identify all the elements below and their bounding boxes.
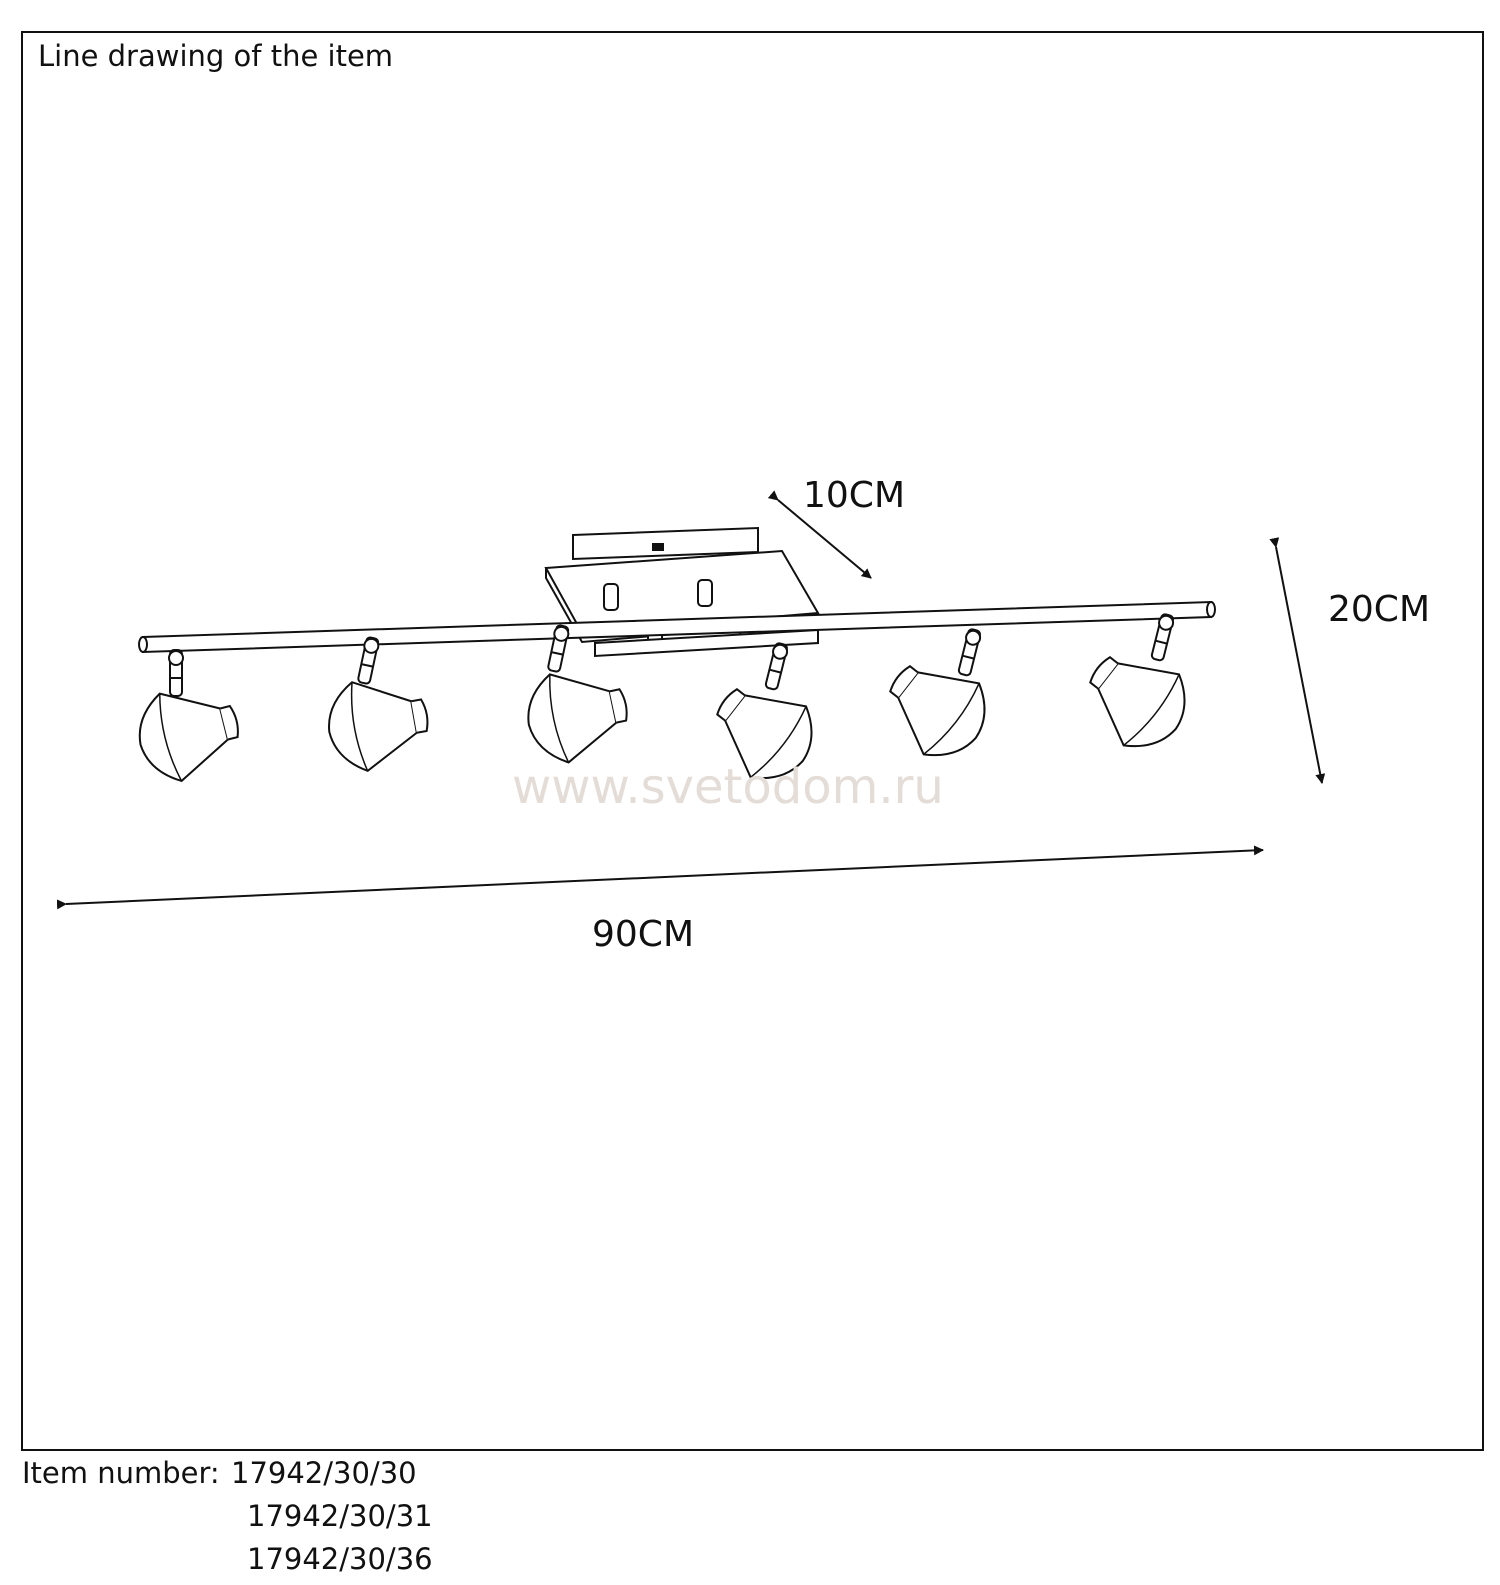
width-dimension-label: 90CM xyxy=(592,914,694,955)
front-bar xyxy=(594,628,819,658)
item-number-value: 17942/30/30 xyxy=(231,1456,417,1490)
watermark: www.svetodom.ru xyxy=(512,759,944,815)
item-number-value: 17942/30/36 xyxy=(247,1542,433,1576)
spotlight xyxy=(869,627,1005,775)
spotlight xyxy=(128,649,249,790)
drawing-title: Line drawing of the item xyxy=(38,39,394,73)
spotlight xyxy=(1069,612,1205,766)
depth-dimension-arrow xyxy=(767,490,872,579)
item-number-label: Item number: xyxy=(22,1456,220,1490)
drawing-frame xyxy=(21,31,1484,1451)
width-dimension-arrow xyxy=(56,845,1264,910)
height-dimension-label: 20CM xyxy=(1328,589,1430,630)
back-bar xyxy=(138,600,1216,654)
item-number-value: 17942/30/31 xyxy=(247,1499,433,1533)
spotlight xyxy=(320,635,436,778)
height-dimension-arrow xyxy=(1269,537,1326,784)
depth-dimension-label: 10CM xyxy=(803,475,905,516)
